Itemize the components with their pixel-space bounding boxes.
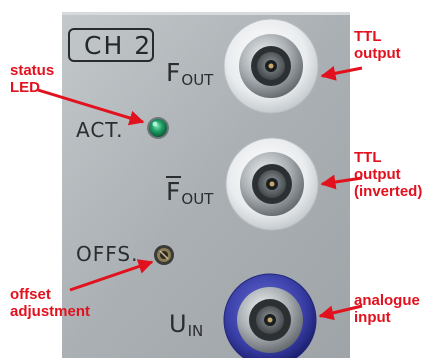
status-led-icon <box>147 117 169 139</box>
offset-trim-icon[interactable] <box>154 245 174 265</box>
uin-label: UIN <box>169 310 204 340</box>
arrow-status-led <box>37 88 145 126</box>
act-label: ACT. <box>76 118 124 142</box>
fout-connector[interactable] <box>223 18 319 114</box>
arrow-offset <box>69 259 154 292</box>
arrow-analogue <box>318 304 363 321</box>
uin-connector[interactable] <box>223 273 317 358</box>
fout-inverted-connector[interactable] <box>225 137 319 231</box>
arrow-ttl-output <box>320 65 363 81</box>
channel-label: CH 2 <box>84 31 153 60</box>
fout-inverted-label: FOUT <box>166 176 214 208</box>
fout-label: FOUT <box>166 58 214 89</box>
arrow-ttl-inverted <box>320 174 363 190</box>
channel-label-box <box>68 28 154 62</box>
offs-label: OFFS. <box>76 242 139 266</box>
annotation-arrows <box>37 65 363 321</box>
